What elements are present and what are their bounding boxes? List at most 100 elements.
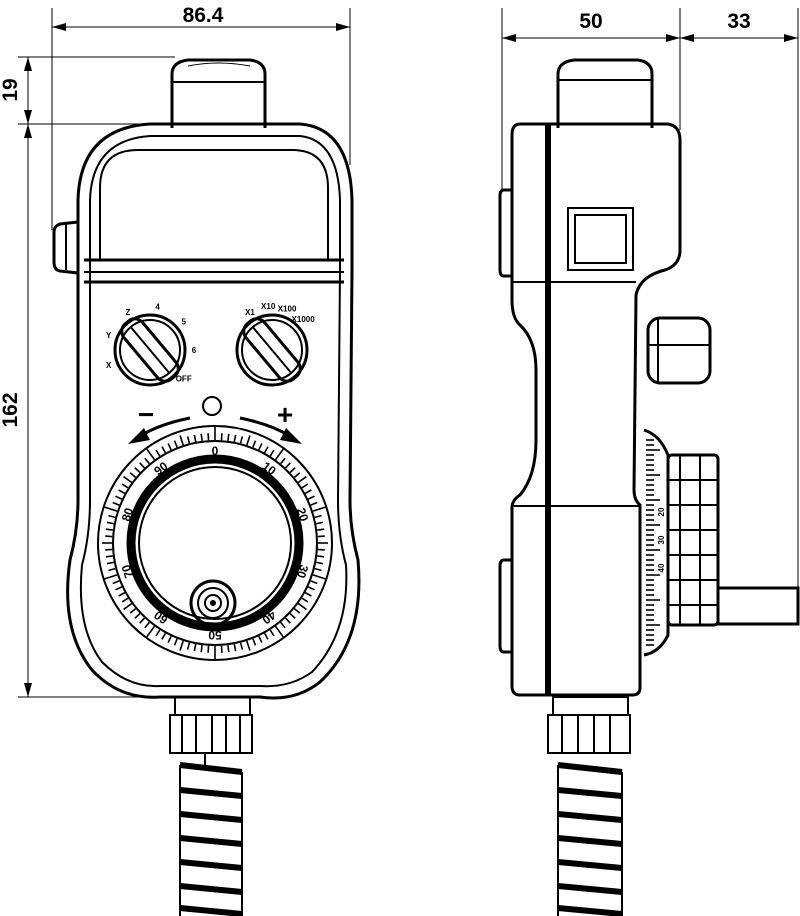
handwheel-tick <box>314 514 322 519</box>
handwheel-tick <box>263 632 269 640</box>
handwheel-tick <box>155 449 161 457</box>
handwheel-tick <box>115 495 123 500</box>
handwheel-tick <box>293 472 301 478</box>
side-handwheel-label: 20 <box>657 507 666 516</box>
handwheel-tick <box>167 635 172 643</box>
side-body-outline <box>510 122 682 697</box>
handwheel-tick <box>144 621 150 629</box>
side-view <box>498 58 800 916</box>
handwheel-scale-label: 20 <box>294 506 312 523</box>
handwheel-tick <box>139 462 146 469</box>
handwheel-tick <box>200 645 203 653</box>
handwheel-scale-label: 0 <box>212 444 219 458</box>
side-handwheel <box>643 428 800 657</box>
step-selector-label: X10 <box>261 302 276 311</box>
step-selector-label: X100 <box>278 305 297 314</box>
handwheel-tick <box>301 597 309 603</box>
handwheel-tick <box>146 448 156 461</box>
handwheel-tick <box>274 448 284 461</box>
dimension-height-label: 162 <box>0 392 22 427</box>
side-handwheel-label: 40 <box>657 563 666 572</box>
handwheel-tick <box>317 528 325 531</box>
handwheel-tick <box>106 521 114 525</box>
handwheel-tick <box>161 632 167 640</box>
handwheel-tick <box>186 436 191 444</box>
handwheel-tick <box>179 640 184 651</box>
handwheel-tick <box>108 514 116 519</box>
handwheel-tick <box>118 591 126 597</box>
handwheel-tick <box>280 457 286 465</box>
handwheel-tick <box>284 462 291 469</box>
handwheel-tick <box>307 586 315 591</box>
axis-selector-label: X <box>106 361 112 370</box>
handwheel-tick <box>134 467 141 474</box>
front-cable-gland <box>169 696 253 754</box>
handwheel-tick <box>301 483 309 489</box>
handwheel-tick <box>105 555 113 558</box>
handwheel-tick <box>106 561 114 565</box>
handwheel-tick <box>112 501 120 506</box>
handwheel-tick <box>246 435 251 446</box>
axis-selector-knob <box>113 313 187 387</box>
handwheel-tick <box>118 489 126 495</box>
axis-selector-label: 4 <box>155 303 160 312</box>
handwheel-tick <box>310 580 318 585</box>
handwheel-tick <box>200 433 203 441</box>
handwheel-tick <box>233 644 237 652</box>
axis-selector-label: Y <box>106 331 112 340</box>
handwheel-tick <box>104 506 118 512</box>
handwheel-tick <box>123 475 133 484</box>
handwheel-tick <box>297 602 307 611</box>
handwheel-tick <box>258 635 263 643</box>
side-coiled-cable <box>557 762 623 916</box>
handwheel-scale-label: 80 <box>119 506 137 523</box>
handwheel-tick <box>134 612 141 619</box>
step-selector-label: X1 <box>245 308 255 317</box>
handwheel-tick <box>121 597 129 603</box>
axis-selector-label: Z <box>126 308 131 317</box>
handwheel-tick <box>274 625 284 638</box>
handwheel-tick <box>310 501 318 506</box>
handwheel-tick <box>314 567 322 572</box>
handwheel-tick <box>307 495 315 500</box>
dimension-top-offset-label: 19 <box>0 78 22 101</box>
side-enable-button <box>52 220 79 275</box>
handwheel-tick <box>263 446 269 454</box>
handwheel-tick <box>252 638 257 646</box>
front-body-outline <box>66 122 361 700</box>
handwheel-tick <box>161 446 167 454</box>
handwheel-tick <box>104 574 118 580</box>
handwheel-scale-label: 70 <box>119 563 137 580</box>
handwheel-tick <box>112 580 120 585</box>
axis-selector-label: 5 <box>181 318 186 327</box>
handwheel-tick <box>129 472 137 478</box>
handwheel-tick <box>108 567 116 572</box>
side-selector-knob <box>646 316 712 385</box>
handwheel-tick <box>293 608 301 614</box>
minus-label: − <box>138 399 154 430</box>
step-selector-knob <box>235 313 309 387</box>
dimension-lines: 86.4 19 162 50 33 <box>0 4 799 698</box>
handwheel-tick <box>121 483 129 489</box>
handwheel-tick <box>316 561 324 565</box>
handwheel-tick <box>316 521 324 525</box>
handwheel-tick <box>193 434 197 442</box>
handwheel-tick <box>269 629 275 637</box>
handwheel-tick <box>139 617 146 624</box>
dimension-width-label: 86.4 <box>183 4 224 27</box>
front-coiled-cable <box>179 752 243 916</box>
handwheel-scale-label: 50 <box>208 628 222 642</box>
handwheel-tick <box>129 608 137 614</box>
handwheel-tick <box>239 436 244 444</box>
top-button-cap <box>170 58 267 128</box>
handwheel-tick <box>227 645 230 653</box>
handwheel-tick <box>289 467 296 474</box>
handwheel-tick <box>227 433 230 441</box>
axis-selector-label: 6 <box>192 346 197 355</box>
handwheel-tick <box>167 443 172 451</box>
handwheel-tick <box>173 638 178 646</box>
handwheel-tick <box>304 489 312 495</box>
handwheel-tick <box>280 621 286 629</box>
